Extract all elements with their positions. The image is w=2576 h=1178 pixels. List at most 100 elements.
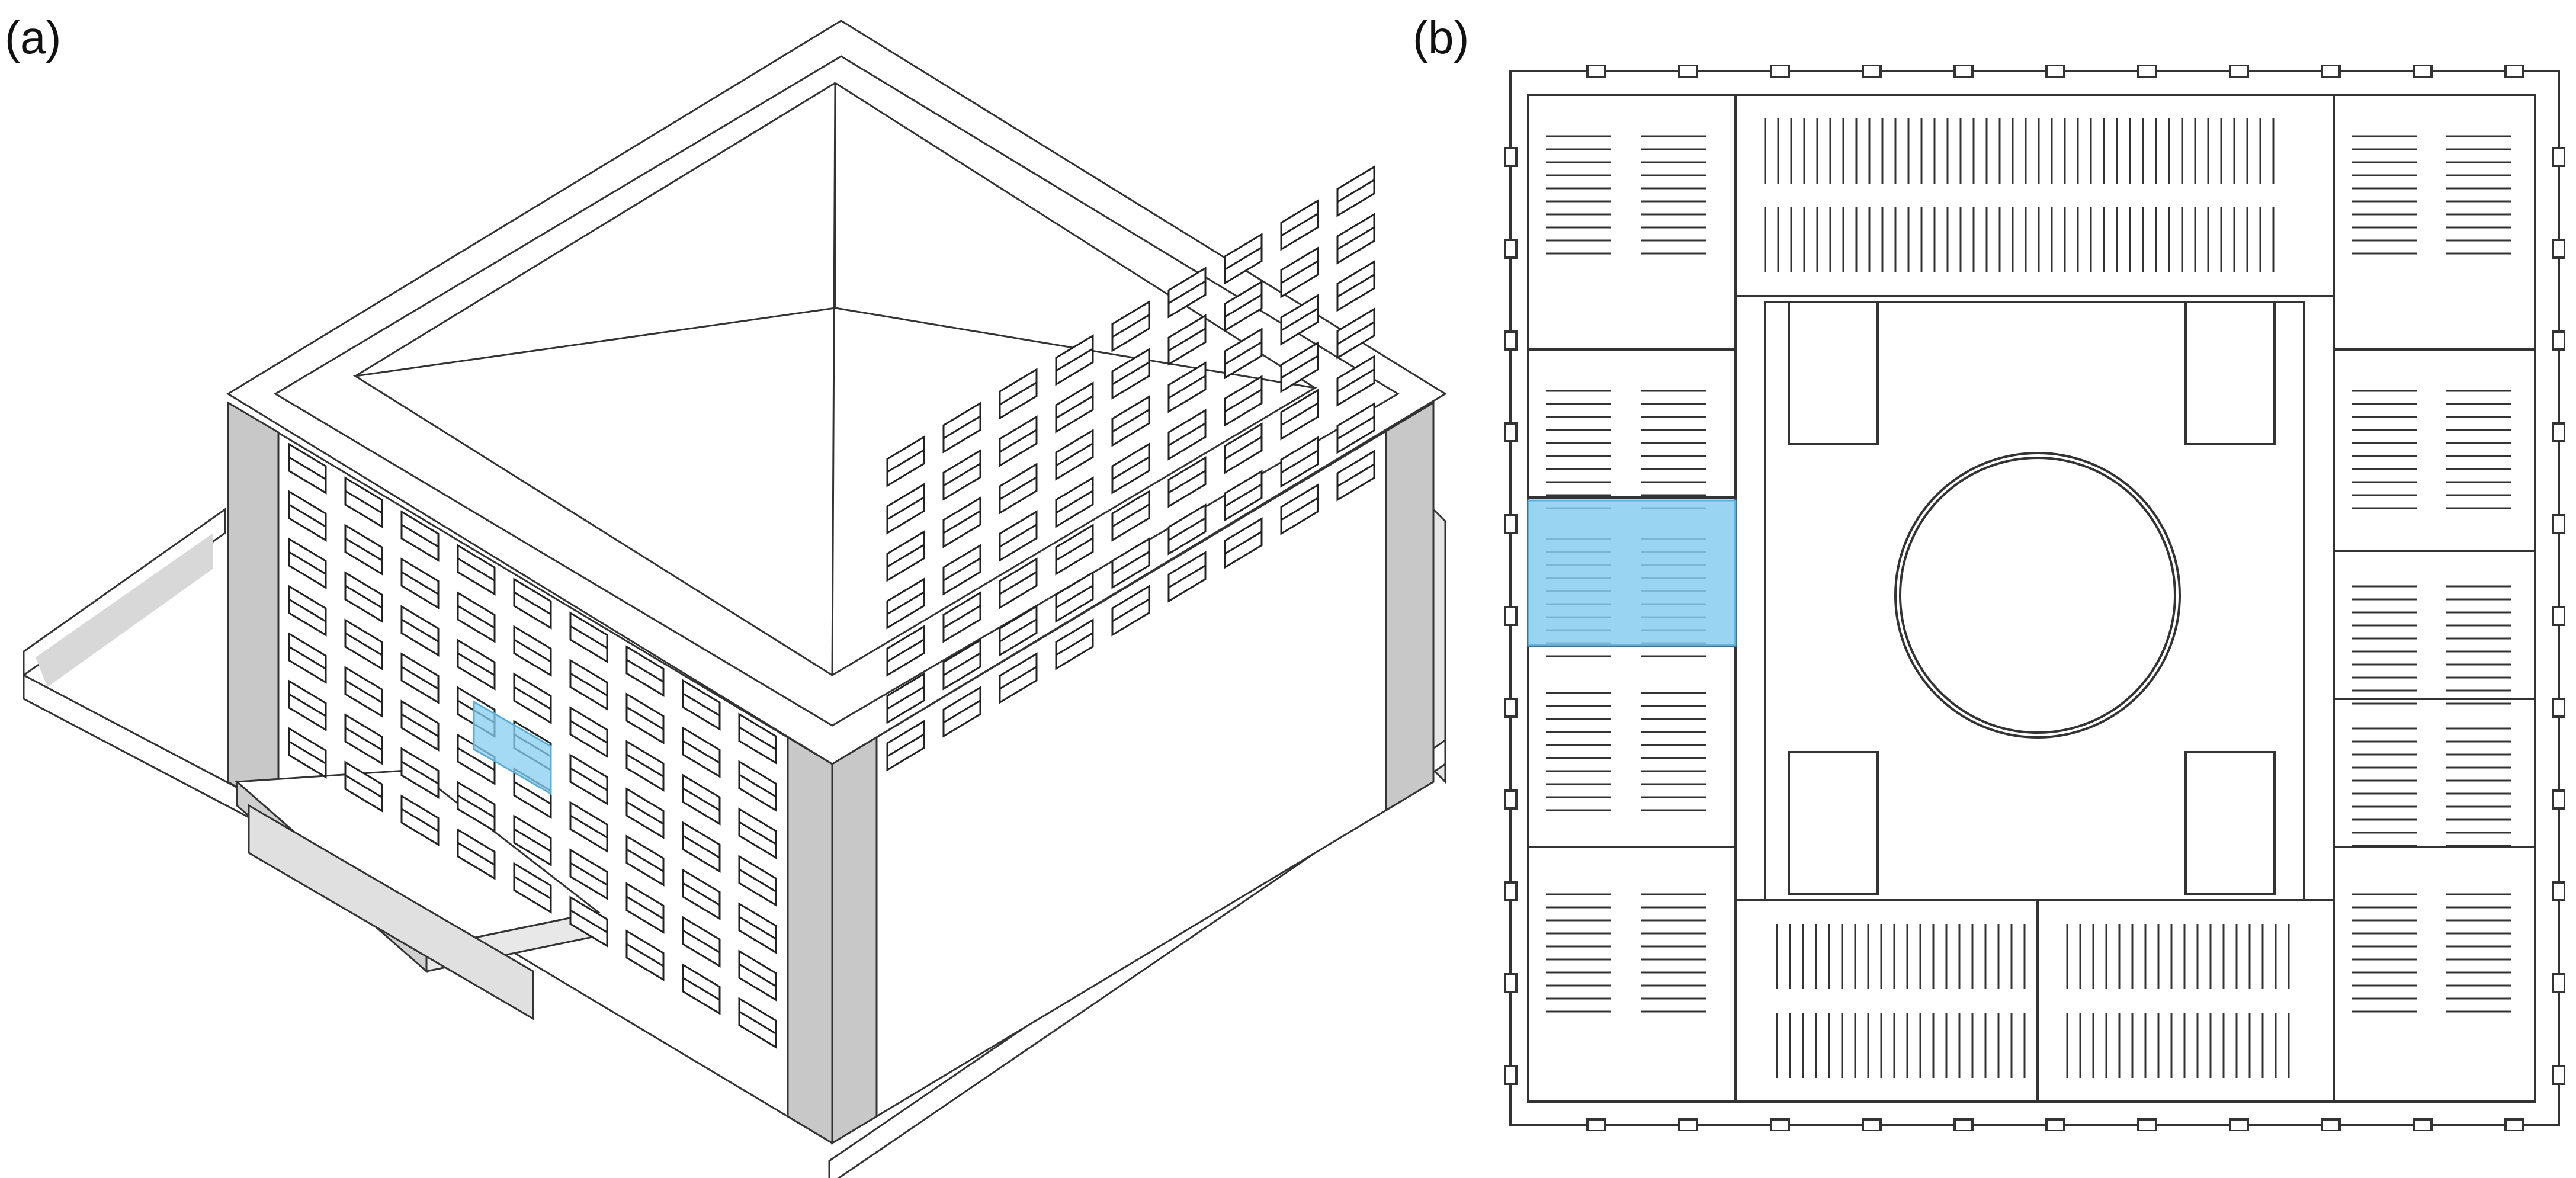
column-stub [2552,606,2565,626]
window-mullion [1112,551,1150,575]
column-stub [1586,65,1606,78]
column-stub [2045,65,2065,78]
window-mullion [570,814,608,839]
column-stub [2229,1118,2249,1131]
window-mullion [682,834,720,859]
window-mullion [345,679,383,704]
window-mullion [514,875,551,900]
column-stub [2137,65,2157,78]
highlighted-room-plan [1527,499,1737,647]
window-mullion [999,476,1037,500]
window-mullion [288,551,326,575]
fence-left-shade [36,533,213,687]
window-mullion [1224,436,1262,460]
front-corner-pilaster-l [787,736,833,1145]
window-mullion [401,618,439,643]
column-stub [1770,65,1790,78]
window-mullion [1168,470,1206,494]
window-mullion [1168,375,1206,399]
window-mullion [1224,483,1262,508]
window-mullion [739,1010,777,1035]
column-stub [1678,1118,1698,1131]
window-mullion [739,821,777,845]
window-mullion [682,929,720,954]
stair-core-sw [1788,751,1879,895]
window-mullion [1281,402,1319,426]
window-mullion [1056,632,1093,656]
window-mullion [345,537,383,561]
stair-core-ne [2184,301,2276,445]
window-mullion [1168,517,1206,541]
right-facade-windows [886,165,1375,772]
window-mullion [345,727,383,751]
window-mullion [943,652,981,676]
window-mullion [887,591,925,615]
column-stub [1953,1118,1974,1131]
window-mullion [288,503,326,528]
window-mullion [887,496,925,521]
window-mullion [1337,416,1375,440]
column-stub [1770,1118,1790,1131]
column-stub [2552,239,2565,259]
window-mullion [887,638,925,663]
window-mullion [887,544,925,568]
exterior-columns [1504,65,2565,1131]
window-mullion [1112,314,1150,338]
window-mullion [739,773,777,798]
window-mullion [570,767,608,791]
window-mullion [457,842,495,866]
window-mullion [1056,442,1093,467]
window-mullion [457,605,495,629]
window-mullion [401,760,439,785]
window-mullion [999,429,1037,453]
left-corner-pilaster [227,401,280,813]
column-stub [2137,1118,2157,1131]
window-mullion [682,740,720,764]
central-rotunda [1894,452,2181,739]
window-mullion [626,706,664,730]
column-stub [2552,973,2565,993]
window-mullion [1337,463,1375,487]
window-mullion [1224,341,1262,365]
column-stub [1504,239,1518,259]
window-mullion [1168,328,1206,352]
window-mullion [1112,598,1150,622]
window-mullion [682,692,720,717]
column-stub [2552,1065,2565,1085]
window-mullion [1168,564,1206,589]
window-mullion [626,943,664,967]
window-mullion [1112,409,1150,433]
panel-label-b: (b) [1413,11,1470,63]
column-stub [1862,65,1882,78]
window-mullion [626,801,664,825]
panel-label-a: (a) [5,11,62,63]
window-mullion [943,415,981,439]
window-mullion [1337,368,1375,393]
window-mullion [1281,260,1319,284]
window-mullion [345,490,383,514]
window-mullion [999,381,1037,406]
column-stub [2413,1118,2433,1131]
window-mullion [1281,450,1319,474]
window-mullion [1281,213,1319,237]
column-stub [2321,1118,2341,1131]
window-mullion [1337,274,1375,298]
window-mullion [514,781,551,805]
window-mullion [1224,246,1262,271]
window-mullion [570,672,608,696]
window-mullion [1281,497,1319,521]
window-mullion [1168,422,1206,447]
window-mullion [1224,531,1262,555]
window-mullion [401,666,439,690]
highlighted-room-facade [473,700,552,795]
window-mullion [626,895,664,920]
window-mullion [739,868,777,893]
column-stub [2321,65,2341,78]
window-mullion [999,666,1037,690]
column-stub [1862,1118,1882,1131]
window-mullion [1281,307,1319,332]
window-mullion [514,638,551,663]
window-mullion [1056,348,1093,372]
column-stub [2413,65,2433,78]
window-mullion [514,828,551,852]
